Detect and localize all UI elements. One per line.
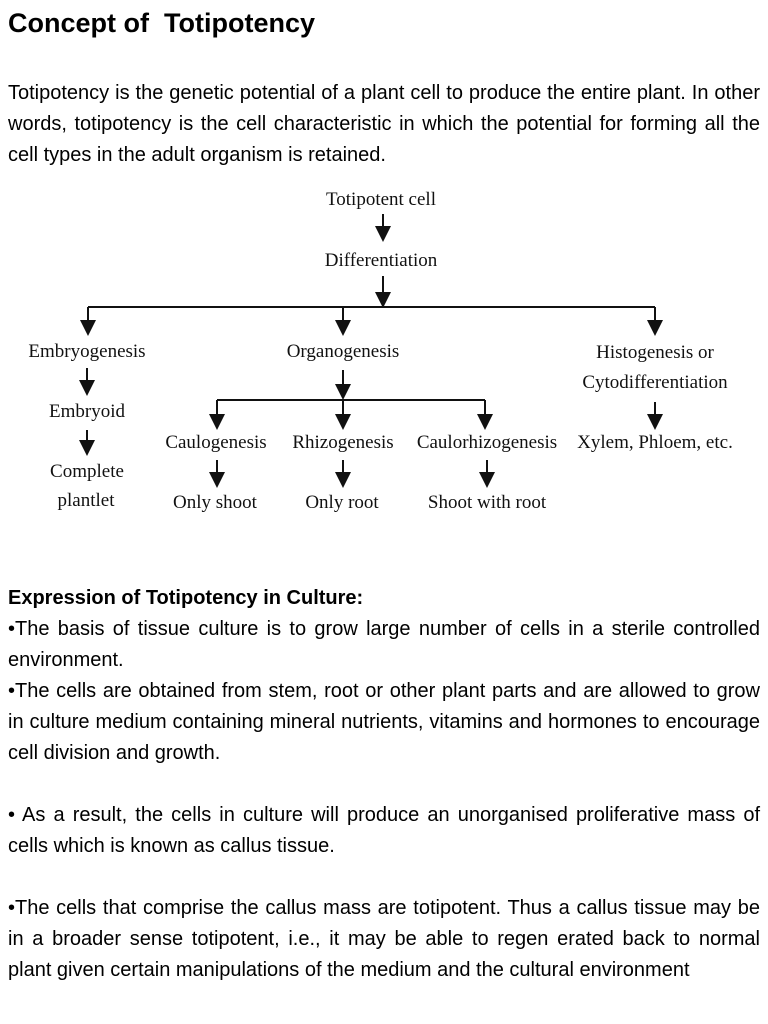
node-totipotent-cell: Totipotent cell bbox=[326, 189, 436, 210]
bullet-4: •The cells that comprise the callus mass… bbox=[8, 897, 760, 981]
page-title: Concept of Totipotency bbox=[8, 8, 315, 38]
node-complete-1: Complete bbox=[50, 461, 124, 482]
node-complete-2: plantlet bbox=[58, 490, 116, 511]
node-rhizogenesis: Rhizogenesis bbox=[292, 432, 393, 453]
node-organogenesis: Organogenesis bbox=[287, 341, 400, 362]
node-caulorhizogenesis: Caulorhizogenesis bbox=[417, 432, 557, 453]
bullet-2: •The cells are obtained from stem, root … bbox=[8, 680, 760, 764]
totipotency-diagram: Totipotent cell Differentiation Embryoge… bbox=[28, 189, 733, 513]
node-only-root: Only root bbox=[305, 492, 379, 513]
intro-paragraph: Totipotency is the genetic potential of … bbox=[8, 82, 760, 166]
node-xylem-phloem: Xylem, Phloem, etc. bbox=[577, 432, 733, 453]
node-caulogenesis: Caulogenesis bbox=[165, 432, 266, 453]
node-embryoid: Embryoid bbox=[49, 401, 125, 422]
node-cytodifferentiation: Cytodifferentiation bbox=[582, 372, 728, 393]
node-shoot-with-root: Shoot with root bbox=[428, 492, 547, 513]
bullet-1: •The basis of tissue culture is to grow … bbox=[8, 618, 760, 671]
spacer bbox=[8, 769, 760, 800]
node-only-shoot: Only shoot bbox=[173, 492, 258, 513]
bullet-3: • As a result, the cells in culture will… bbox=[8, 804, 760, 857]
node-differentiation: Differentiation bbox=[325, 250, 438, 271]
expression-section: Expression of Totipotency in Culture: •T… bbox=[8, 583, 760, 986]
spacer bbox=[8, 862, 760, 893]
expression-heading: Expression of Totipotency in Culture: bbox=[8, 587, 364, 609]
node-histogenesis: Histogenesis or bbox=[596, 342, 714, 363]
node-embryogenesis: Embryogenesis bbox=[28, 341, 145, 362]
